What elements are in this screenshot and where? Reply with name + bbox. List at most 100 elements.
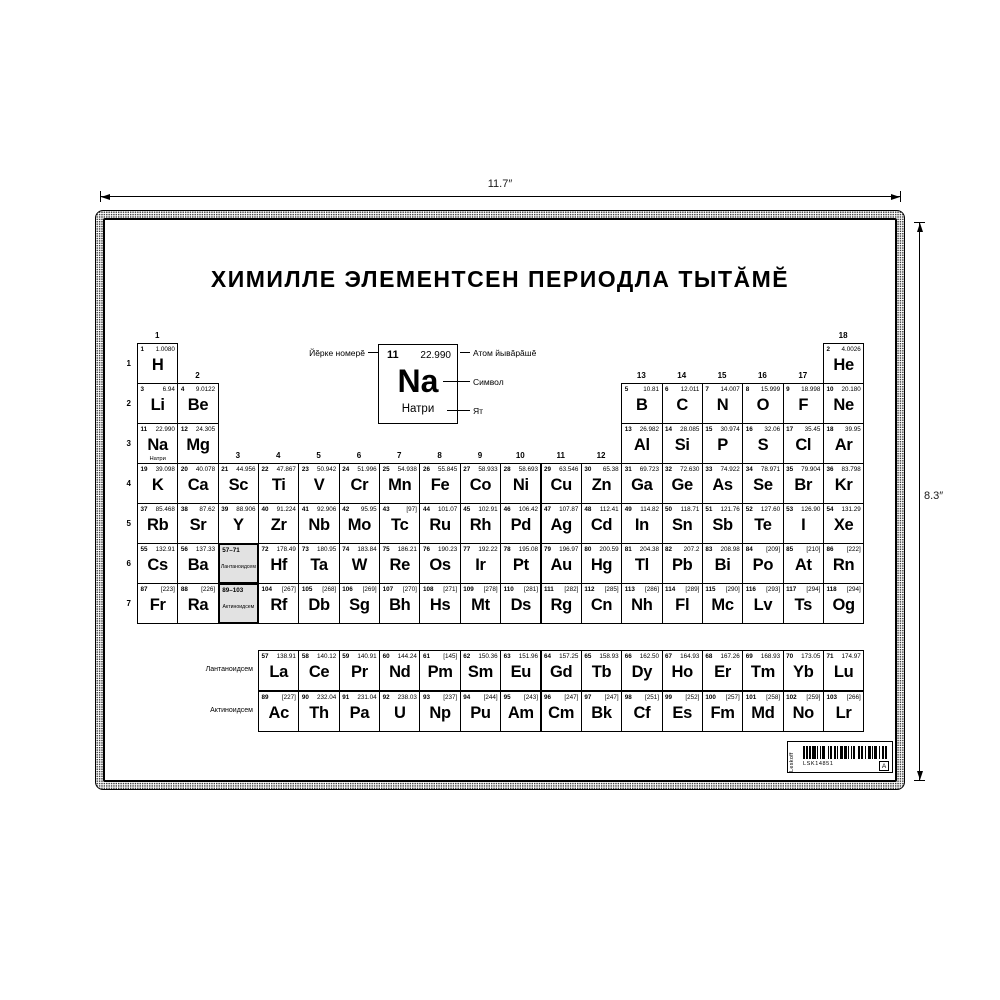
barcode-bar [885,746,887,759]
atomic-number: 7 [705,385,709,393]
atomic-number: 81 [624,545,632,553]
element-symbol: Ra [187,596,209,614]
atomic-mass: 167.26 [720,652,740,660]
atomic-number: 45 [463,505,471,513]
element-cell-Cf: 98[251]Cf [621,691,663,732]
atomic-mass: 85.468 [155,505,175,513]
atomic-number: 34 [745,465,753,473]
atomic-mass: [251] [645,693,660,701]
atomic-mass: 6.94 [162,385,175,393]
atomic-number: 87 [140,585,148,593]
element-cell-Md: 101[258]Md [742,691,784,732]
atomic-mass: 174.97 [841,652,861,660]
atomic-mass: [223] [160,585,175,593]
atomic-mass: 126.90 [801,505,821,513]
atomic-number: 12 [180,425,188,433]
atomic-number: 26 [422,465,430,473]
atomic-number: 88 [180,585,188,593]
atomic-mass: 164.93 [680,652,700,660]
atomic-number: 49 [624,505,632,513]
actinide-range: 89–103 [222,586,244,594]
atomic-mass: [145] [443,652,458,660]
barcode-space [821,746,823,759]
barcode-bar [868,746,871,759]
element-cell-Po: 84[209]Po [742,543,784,584]
element-symbol: Ho [671,663,694,681]
atomic-mass: [226] [201,585,216,593]
element-cell-Lr: 103[266]Lr [822,691,865,732]
element-symbol: Hg [590,556,613,574]
atomic-number: 47 [544,505,552,513]
legend-example-name: Натри [401,403,435,415]
atomic-mass: 35.45 [804,425,821,433]
atomic-mass: [227] [281,693,296,701]
element-symbol: Am [507,704,534,722]
atomic-number: 79 [544,545,552,553]
group-label-11: 11 [556,451,565,460]
height-tick-top [914,222,925,223]
atomic-number: 21 [221,465,229,473]
atomic-number: 94 [463,693,471,701]
barcode-bar [808,746,812,759]
atomic-mass: [252] [685,693,700,701]
atomic-number: 95 [503,693,511,701]
group-label-13: 13 [636,371,646,380]
atomic-mass: 92.906 [316,505,337,513]
atomic-mass: 178.49 [276,545,296,553]
element-symbol: Ni [512,476,529,494]
atomic-mass: 22.990 [155,425,175,433]
barcode-space [865,746,869,759]
height-dimension-label: 8.3″ [924,490,944,502]
atomic-number: 109 [463,585,474,593]
atomic-number: 68 [705,652,713,660]
atomic-number: 105 [301,585,313,593]
atomic-mass: 238.03 [397,693,417,701]
height-tick-bottom [914,780,925,781]
atomic-mass: 72.630 [680,465,700,473]
barcode-space [824,746,829,759]
element-symbol: Mn [388,476,412,494]
element-cell-Am: 95[243]Am [500,691,542,732]
barcode-bar [851,746,853,759]
element-symbol: Pm [427,663,453,681]
element-cell-Np: 93[237]Np [419,691,461,732]
atomic-mass: 207.2 [683,545,700,553]
element-symbol: Md [751,704,775,722]
element-symbol: S [757,436,769,454]
atomic-number: 23 [301,465,309,473]
atomic-number: 60 [382,652,390,660]
element-symbol: F [798,396,809,414]
atomic-mass: [290] [725,585,740,593]
barcode-space [807,746,809,759]
atomic-number: 104 [261,585,273,593]
atomic-mass: [258] [766,693,781,701]
atomic-mass: 74.922 [720,465,740,473]
barcode-bar [812,746,816,759]
element-symbol: Cn [590,596,613,614]
group-label-17: 17 [798,371,808,380]
element-symbol: Lr [835,704,852,722]
atomic-mass: [269] [362,585,377,593]
atomic-number: 48 [584,505,592,513]
group-label-1: 1 [154,331,160,340]
element-symbol: Ag [550,516,572,534]
element-symbol: Pr [351,663,368,681]
element-symbol: Se [753,476,773,494]
element-cell-Cn: 112[285]Cn [580,583,623,624]
atomic-mass: 114.82 [640,505,660,513]
legend-symbol-label: Символ [473,377,504,387]
element-cell-Fm: 100[257]Fm [701,691,744,732]
atomic-number: 40 [261,505,269,513]
element-symbol: Lu [833,663,854,681]
element-symbol: Sc [228,476,249,494]
atomic-number: 73 [301,545,309,553]
